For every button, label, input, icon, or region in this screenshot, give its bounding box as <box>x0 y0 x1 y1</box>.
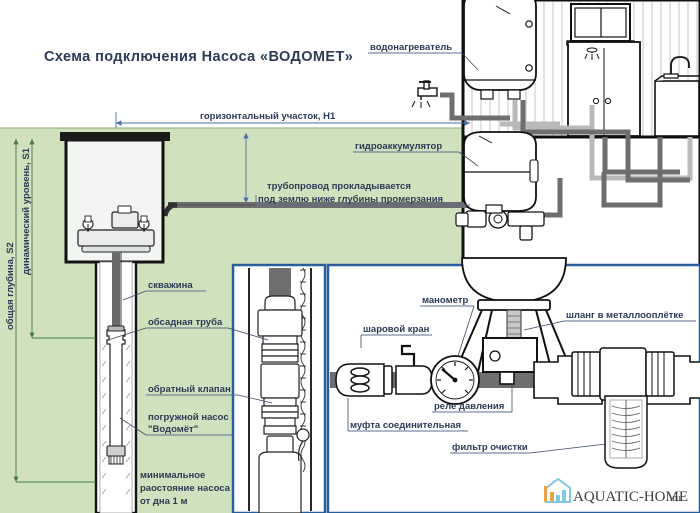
casing-leader <box>107 327 147 341</box>
watermark-suffix: .ru <box>670 493 681 504</box>
drop-pipe <box>112 252 122 328</box>
borehole-leader <box>122 290 147 301</box>
braided-hose-leader <box>523 320 565 331</box>
pipeline-note-line2: под землю ниже глубины промерзания <box>258 194 443 205</box>
check-valve-leader <box>237 394 273 404</box>
pump-leader <box>119 417 147 436</box>
connecting-coupling <box>335 363 393 397</box>
hydroaccumulator <box>463 131 539 212</box>
hydroaccumulator-leader <box>458 151 479 167</box>
aquifer-hatching <box>101 336 131 495</box>
manometer-leader <box>457 305 475 357</box>
shower-spray-icon <box>584 53 600 60</box>
dimension-s1-label: динамический уровень, S1 <box>21 147 32 275</box>
pressure-relay <box>482 337 538 385</box>
page-title: Схема подключения Насоса «ВОДОМЕТ» <box>44 49 353 65</box>
manometer <box>430 355 480 405</box>
filter-label: фильтр очистки <box>452 442 528 453</box>
gauge-needle <box>441 368 456 381</box>
min-distance-line2: раостояние насоса <box>140 483 231 494</box>
wellhead-assembly <box>77 205 155 253</box>
pipe-dark-gray <box>440 92 690 218</box>
pipeline-note-line1: трубопровод прокладывается <box>267 181 411 192</box>
hydroaccumulator-label: гидроаккумулятор <box>355 141 442 152</box>
pump-riser-pipe <box>162 202 178 217</box>
outdoor-tap <box>411 80 438 108</box>
watermark-text: AQUATIC-HOME <box>573 489 688 505</box>
pressure-relay-label: реле давления <box>434 401 504 412</box>
submersible-pump <box>106 325 126 465</box>
dimension-s2-label: общая глубина, S2 <box>5 242 16 330</box>
water-heater-leader <box>461 52 479 71</box>
borehole-label: скважина <box>148 280 193 291</box>
check-valve-label: обратный клапан <box>148 384 231 395</box>
pump-label-line2: "Водомёт" <box>148 424 198 435</box>
pump-label-line1: погружной насос <box>148 412 229 423</box>
ball-valve <box>395 344 433 395</box>
filter-leader <box>529 443 607 454</box>
tap-spray-icon <box>411 100 431 108</box>
caisson-lid <box>60 132 170 141</box>
pump-intake-slots <box>110 456 121 464</box>
min-distance-line1: минимальное <box>140 470 205 481</box>
water-heater <box>463 0 537 100</box>
accumulator-fittings <box>455 204 545 241</box>
wellhead-fitting-stack <box>257 295 310 513</box>
dimension-h1-label: горизонтальный участок, H1 <box>200 111 336 122</box>
watermark-house-icon <box>544 477 571 503</box>
ball-valve-label: шаровой кран <box>363 324 430 335</box>
water-heater-label: водонагреватель <box>370 42 452 53</box>
gauge-ticks <box>437 362 473 394</box>
sink-faucet <box>670 56 690 78</box>
cleaning-filter <box>533 347 700 469</box>
casing-label: обсадная труба <box>148 317 223 328</box>
min-distance-line3: от дна 1 м <box>140 496 188 507</box>
braided-hose-label: шланг в металлооплётке <box>566 310 683 321</box>
manometer-label: манометр <box>422 295 468 306</box>
casing-leader-detail <box>227 327 269 341</box>
coupling-label: муфта соединительная <box>350 420 461 431</box>
